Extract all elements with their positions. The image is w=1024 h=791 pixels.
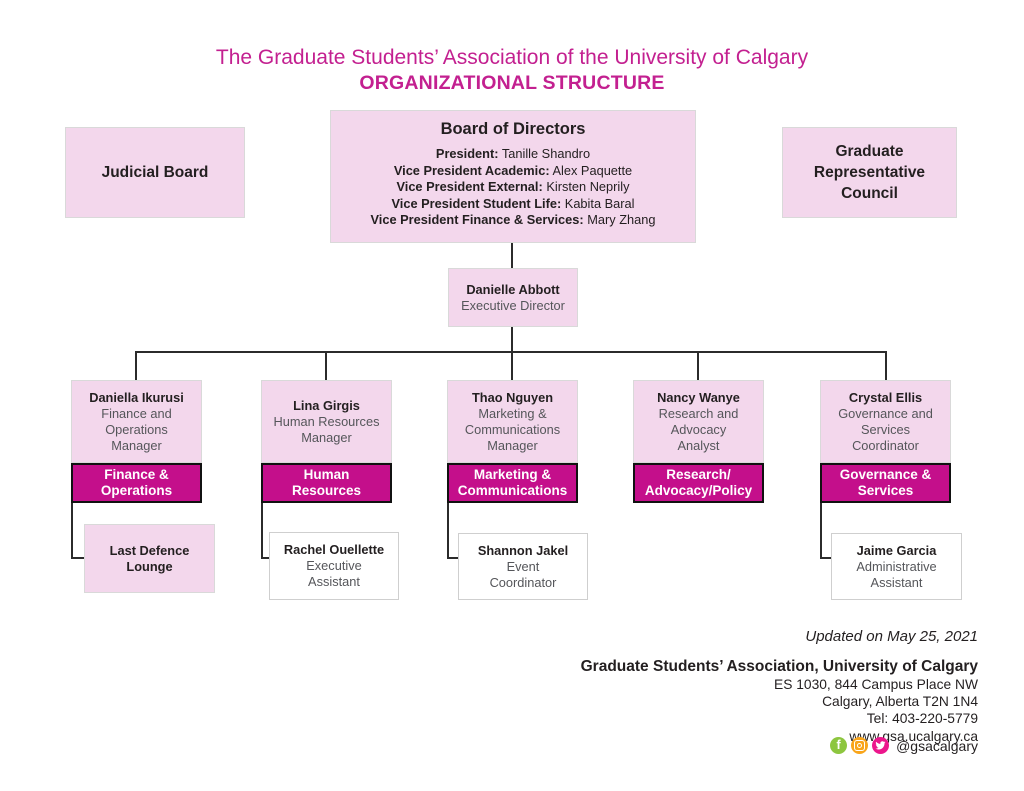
connector-line — [71, 503, 73, 559]
judicial-board-label: Judicial Board — [101, 164, 209, 181]
connector-line — [261, 557, 272, 559]
manager-name: Thao Nguyen — [471, 389, 554, 405]
report-title: Administrative Assistant — [856, 558, 937, 590]
dept-manager-box: Lina Girgis Human Resources Manager — [261, 380, 392, 463]
report-title: Event Coordinator — [489, 558, 557, 590]
board-of-directors-box: Board of Directors President: Tanille Sh… — [330, 110, 696, 243]
board-title: Board of Directors — [440, 120, 586, 138]
dept-label: Marketing & Communications — [457, 466, 568, 499]
connector-line — [511, 243, 513, 268]
board-member-role: Vice President Student Life: — [391, 195, 562, 211]
board-member-row: Vice President External: Kirsten Neprily — [396, 179, 629, 196]
facebook-icon: f — [830, 737, 848, 754]
report-name: Shannon Jakel — [477, 542, 569, 558]
social-row: f @gsacalgary — [830, 737, 978, 754]
dept-manager-box: Thao Nguyen Marketing & Communications M… — [447, 380, 578, 463]
manager-title: Finance and Operations Manager — [101, 405, 172, 453]
connector-line — [820, 503, 822, 559]
connector-line — [71, 557, 85, 559]
connector-line — [885, 351, 887, 380]
grc-label: Graduate Representative Council — [813, 143, 926, 202]
connector-line — [135, 351, 137, 380]
board-member-role: President: — [435, 146, 499, 161]
dept-label: Research/ Advocacy/Policy — [644, 466, 753, 499]
instagram-icon — [851, 737, 869, 754]
page-subtitle: ORGANIZATIONAL STRUCTURE — [359, 72, 665, 94]
board-member-role: Vice President Academic: — [393, 162, 550, 178]
board-member-name: Kabita Baral — [564, 195, 635, 211]
dept-label: Governance & Services — [839, 466, 932, 499]
footer-address-line: Calgary, Alberta T2N 1N4 — [822, 694, 978, 710]
connector-line — [447, 557, 460, 559]
report-name: Last Defence Lounge — [109, 542, 190, 574]
dept-manager-box: Crystal Ellis Governance and Services Co… — [820, 380, 951, 463]
board-member-role: Vice President Finance & Services: — [370, 212, 584, 228]
report-title: Executive Assistant — [306, 558, 362, 589]
connector-line — [447, 503, 449, 559]
board-member-name: Mary Zhang — [587, 212, 656, 228]
manager-name: Lina Girgis — [293, 397, 360, 413]
manager-name: Daniella Ikurusi — [89, 389, 184, 405]
connector-line — [261, 503, 263, 559]
manager-title: Governance and Services Coordinator — [838, 405, 933, 453]
manager-title: Research and Advocacy Analyst — [658, 405, 739, 453]
dept-manager-box: Nancy Wanye Research and Advocacy Analys… — [633, 380, 764, 463]
executive-director-name: Danielle Abbott — [466, 281, 560, 297]
connector-line — [697, 351, 699, 380]
report-box-event-coordinator: Shannon Jakel Event Coordinator — [458, 533, 588, 600]
dept-ribbon: Marketing & Communications — [447, 463, 578, 503]
board-member-name: Kirsten Neprily — [546, 179, 630, 195]
connector-line — [511, 351, 513, 380]
twitter-icon — [872, 737, 890, 754]
connector-line — [325, 351, 327, 380]
judicial-board-box: Judicial Board — [65, 127, 245, 218]
report-box-administrative-assistant: Jaime Garcia Administrative Assistant — [831, 533, 962, 600]
board-member-name: Alex Paquette — [552, 162, 633, 178]
report-box-last-defence-lounge: Last Defence Lounge — [84, 524, 215, 593]
executive-director-box: Danielle Abbott Executive Director — [448, 268, 578, 327]
manager-title: Marketing & Communications Manager — [464, 405, 561, 453]
footer-address-line: ES 1030, 844 Campus Place NW — [774, 677, 978, 692]
report-box-executive-assistant: Rachel Ouellette Executive Assistant — [269, 532, 399, 600]
board-member-row: Vice President Student Life: Kabita Bara… — [392, 196, 635, 213]
dept-ribbon: Human Resources — [261, 463, 392, 503]
board-member-role: Vice President External: — [396, 179, 543, 195]
social-handle: @gsacalgary — [896, 737, 978, 754]
dept-ribbon: Governance & Services — [820, 463, 951, 503]
board-member-row: President: Tanille Shandro — [436, 146, 590, 163]
connector-line — [820, 557, 833, 559]
manager-name: Crystal Ellis — [848, 389, 923, 405]
footer-org-name: Graduate Students’ Association, Universi… — [580, 658, 978, 675]
footer-address: ES 1030, 844 Campus Place NW Calgary, Al… — [774, 676, 978, 745]
board-member-row: Vice President Finance & Services: Mary … — [371, 212, 656, 229]
report-name: Rachel Ouellette — [283, 542, 385, 557]
graduate-representative-council-box: Graduate Representative Council — [782, 127, 957, 218]
updated-date: Updated on May 25, 2021 — [805, 628, 978, 645]
dept-label: Human Resources — [291, 466, 362, 499]
report-name: Jaime Garcia — [856, 542, 937, 558]
executive-director-title: Executive Director — [461, 297, 565, 313]
connector-line — [511, 327, 513, 352]
manager-name: Nancy Wanye — [657, 389, 740, 405]
dept-manager-box: Daniella Ikurusi Finance and Operations … — [71, 380, 202, 463]
footer-phone: Tel: 403-220-5779 — [866, 711, 978, 727]
dept-ribbon: Research/ Advocacy/Policy — [633, 463, 764, 503]
dept-label: Finance & Operations — [100, 466, 173, 499]
board-member-row: Vice President Academic: Alex Paquette — [394, 163, 632, 180]
board-member-name: Tanille Shandro — [501, 146, 591, 161]
dept-ribbon: Finance & Operations — [71, 463, 202, 503]
page-title: The Graduate Students’ Association of th… — [215, 46, 809, 69]
manager-title: Human Resources Manager — [273, 413, 380, 445]
